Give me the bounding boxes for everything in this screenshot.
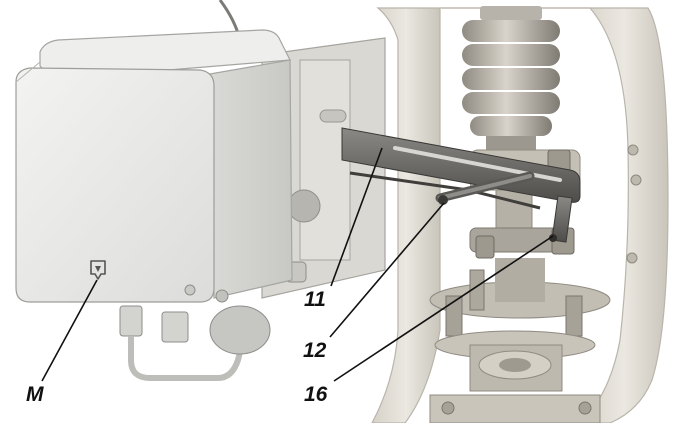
callout-label-m: M [26, 383, 44, 406]
positioner-housing [15, 0, 293, 381]
follower-arm [341, 127, 581, 243]
leader-line-m [41, 279, 98, 382]
valve-body-lower [429, 258, 611, 424]
valve-yoke [370, 7, 669, 424]
leader-line-11 [330, 147, 383, 287]
leader-line-16 [333, 235, 554, 382]
leader-line-12 [329, 202, 445, 338]
bellows-seal [462, 6, 560, 150]
arrow-down-box-icon [90, 260, 106, 280]
callout-label-12: 12 [303, 339, 327, 362]
leader-lines [41, 147, 554, 382]
callout-label-16: 16 [304, 383, 328, 406]
callout-label-11: 11 [304, 288, 326, 311]
